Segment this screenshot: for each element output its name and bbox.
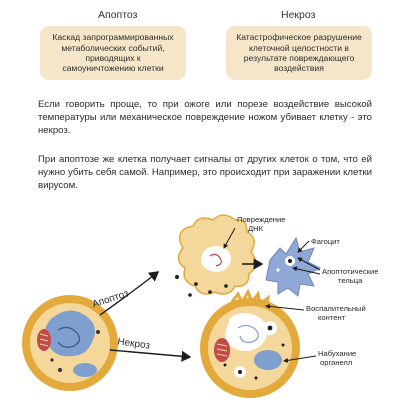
inflammatory-content-label-line1: Воспалительный: [306, 304, 366, 313]
apoptotic-cell: [172, 214, 257, 297]
dna-damage-label-line2: ДНК: [248, 224, 264, 233]
normal-cell: [22, 295, 118, 391]
paragraph-apoptosis-explanation: При апоптозе же клетка получает сигналы …: [38, 154, 372, 192]
apoptotic-bodies-label-line1: Апоптотические: [322, 267, 378, 276]
paragraph-necrosis-explanation: Если говорить проще, то при ожоге или по…: [38, 99, 372, 137]
necrosis-arrow-label: Некроз: [117, 336, 151, 352]
necrosis-definition-text: Катастрофическое разрушение клеточной це…: [236, 32, 362, 74]
apoptosis-definition-box: Каскад запрограммированных метаболически…: [40, 26, 186, 80]
dna-damage-label-line1: Повреждение: [237, 215, 285, 224]
necrosis-definition-box: Катастрофическое разрушение клеточной це…: [226, 26, 372, 80]
apoptosis-title: Апоптоз: [98, 9, 138, 21]
necrosis-title: Некроз: [281, 9, 316, 21]
necrotic-cell: [200, 288, 300, 398]
nucleus-shape: [44, 310, 95, 357]
inflammatory-content-label-line2: контент: [318, 313, 346, 322]
necrosis-arrow: [109, 349, 192, 362]
apoptotic-bodies-label-line2: тельца: [338, 276, 363, 285]
phagocyte-label: Фагоцит: [311, 237, 340, 246]
organelle-swelling-label-line2: органелл: [320, 358, 352, 367]
phagocyte-cell: [265, 236, 322, 297]
apoptosis-arrow: [99, 271, 160, 316]
cell-death-diagram: Апоптоз Некроз Повреждение ДНК Фагоцит А…: [22, 214, 378, 398]
organelle-swelling-label-line1: Набухание: [318, 349, 356, 358]
apoptosis-definition-text: Каскад запрограммированных метаболически…: [52, 32, 174, 74]
